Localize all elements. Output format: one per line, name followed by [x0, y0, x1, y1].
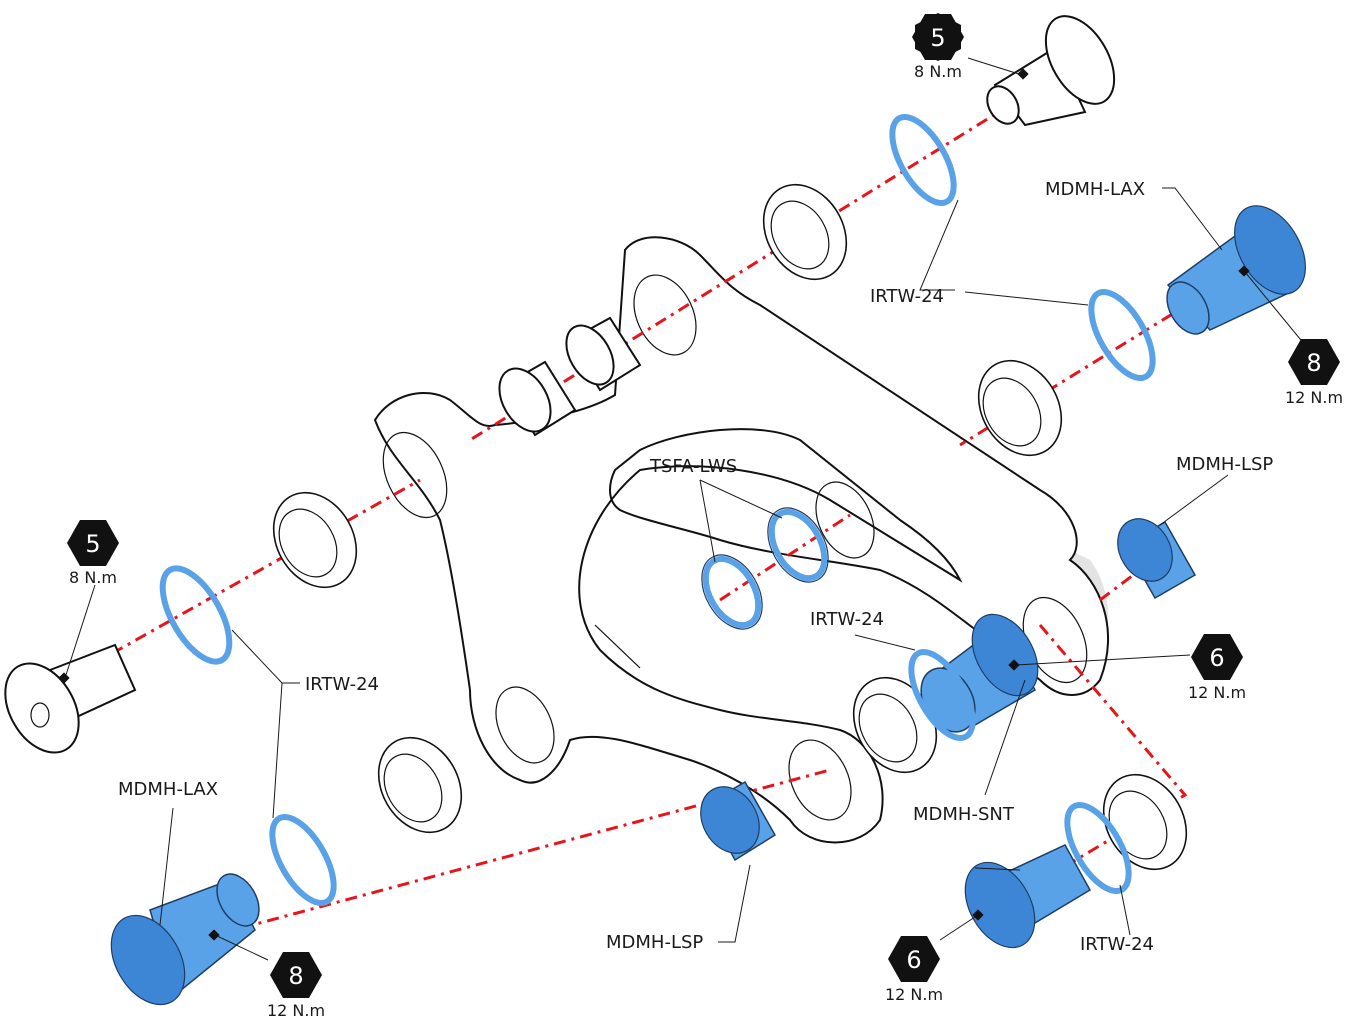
hex-badge: [1191, 634, 1243, 680]
badge-number: 5: [85, 530, 100, 558]
leader-snt: [984, 679, 1026, 796]
torque-badge-bottom-left: 8 12 N.m: [267, 952, 325, 1020]
leader-tsfa-2: [699, 479, 716, 563]
badge-number: 5: [930, 24, 945, 52]
frame-hole-left: [382, 431, 448, 519]
leader-lsp-bottom: [718, 864, 751, 943]
irtw-clip-bottom-left: [269, 814, 337, 906]
bearing-right: [977, 359, 1063, 457]
leader-lax-top: [1162, 187, 1223, 251]
torque-badge-top: 5 8 N.m: [912, 13, 964, 81]
frame-hole-lower-left: [495, 686, 555, 764]
spacers: [498, 316, 642, 437]
frame-hole-lower-right: [788, 739, 852, 821]
badge-torque: 12 N.m: [885, 985, 943, 1004]
torque-badge-right: 8 12 N.m: [1285, 339, 1343, 407]
irtw-clip-right: [1088, 289, 1156, 381]
tsfa-lws-washer-2: [701, 554, 763, 630]
label-mdmh-lsp-right: MDMH-LSP: [1176, 454, 1273, 475]
hex-badge: [67, 520, 119, 566]
irtw-clip-left: [159, 565, 233, 665]
bearing-left: [272, 491, 358, 589]
irtw-clip-top: [889, 114, 957, 206]
leader-irtw-left: [231, 629, 300, 684]
hex-badge: [888, 936, 940, 982]
bolt-left: [4, 643, 137, 754]
hex-badge: [270, 952, 322, 998]
tsfa-lws-washer-1: [767, 507, 829, 583]
frame-crease: [594, 624, 641, 669]
leader-center-badge: [1014, 654, 1191, 666]
irtw-clip-bottom-right: [1064, 802, 1132, 894]
torque-badge-left: 5 8 N.m: [67, 520, 119, 587]
label-irtw-top: IRTW-24: [870, 286, 944, 307]
leader-bottom-right-badge: [939, 914, 979, 941]
linkage-frame: [373, 236, 1109, 844]
irtw-clip-center: [908, 649, 976, 741]
label-mdmh-lax-top: MDMH-LAX: [1045, 179, 1145, 200]
blue-parts: [110, 114, 1306, 1006]
leader-irtw-left-down: [272, 682, 283, 819]
leader-bolt-top: [967, 57, 1023, 76]
leader-irtw-center: [854, 634, 916, 651]
leader-lax-top-bolt: [1244, 271, 1306, 346]
mdmh-lax-top-part: [1166, 205, 1306, 335]
torque-badge-bottom-right: 6 12 N.m: [885, 936, 943, 1004]
mdmh-lsp-right-part: [1117, 518, 1197, 600]
bearing-bottom-left: [377, 736, 463, 834]
label-mdmh-lax-bottom: MDMH-LAX: [118, 779, 218, 800]
frame-hole-mid: [815, 481, 875, 559]
leader-lax-bottom-bolt: [214, 934, 269, 961]
badge-torque: 8 N.m: [69, 568, 117, 587]
label-irtw-center: IRTW-24: [810, 609, 884, 630]
leader-lax-bottom: [159, 807, 174, 926]
badge-torque: 12 N.m: [1285, 388, 1343, 407]
leader-lsp-right: [1159, 474, 1229, 526]
frame-outline: [373, 236, 1109, 844]
leader-irtw-top-right: [964, 291, 1089, 306]
leader-lines: [64, 57, 1306, 961]
leader-irtw-top: [919, 199, 959, 291]
axis-right: [959, 298, 1196, 447]
spacer-2: [498, 360, 577, 437]
mdmh-lax-bottom-part: [110, 873, 260, 1006]
label-mdmh-snt: MDMH-SNT: [913, 804, 1015, 825]
label-irtw-bottom-right: IRTW-24: [1080, 934, 1154, 955]
bearing-top: [762, 183, 848, 281]
badge-number: 8: [288, 962, 303, 990]
badge-number: 6: [906, 946, 921, 974]
bearings: [272, 183, 1188, 871]
badge-torque: 12 N.m: [1188, 683, 1246, 702]
badge-torque: 8 N.m: [914, 62, 962, 81]
badge-number: 6: [1209, 644, 1224, 672]
frame-hole-top: [633, 274, 697, 356]
leader-irtw-bottom-right: [1119, 884, 1131, 936]
badge-number: 8: [1306, 349, 1321, 377]
bolt-top: [986, 15, 1116, 127]
mdmh-lsp-bottom-part: [700, 780, 777, 862]
axis-dogleg: [999, 624, 1188, 907]
label-mdmh-lsp-bottom: MDMH-LSP: [606, 932, 703, 953]
hex-badge: [1288, 339, 1340, 385]
part-labels: IRTW-24 MDMH-LAX IRTW-24 MDMH-LAX MDMH-L…: [118, 179, 1273, 955]
label-tsfa-lws: TSFA-LWS: [649, 456, 737, 477]
axle-bottom-right-part: [964, 844, 1092, 949]
leader-bolt-left: [64, 584, 96, 679]
spacer-1: [565, 316, 642, 392]
leader-lax-bottom-right: [974, 867, 1021, 871]
badge-torque: 12 N.m: [267, 1001, 325, 1020]
label-irtw-left: IRTW-24: [305, 674, 379, 695]
torque-badge-center: 6 12 N.m: [1188, 634, 1246, 702]
axis-top: [469, 103, 1011, 442]
leader-tsfa-1: [699, 479, 783, 519]
